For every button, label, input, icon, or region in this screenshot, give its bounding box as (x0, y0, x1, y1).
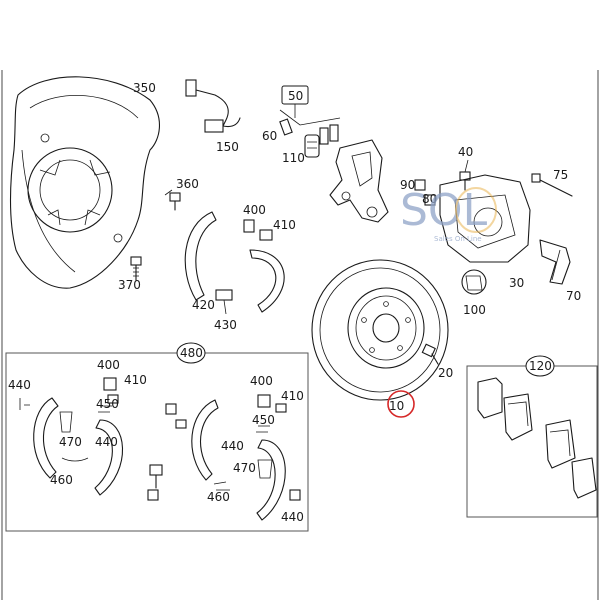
label-440-kit-1: 440 (8, 378, 31, 392)
brake-pads-120 (477, 377, 597, 499)
label-20: 20 (438, 366, 453, 380)
label-100: 100 (463, 303, 486, 317)
caliper-guide-kit-50 (279, 85, 341, 158)
countersunk-screw-20 (421, 343, 439, 365)
label-75: 75 (553, 168, 568, 182)
caliper-carrier (329, 139, 389, 223)
label-440-kit-2: 440 (95, 435, 118, 449)
parking-brake-shoes-upper (184, 211, 285, 315)
bolt-360 (164, 189, 181, 211)
label-410-upper: 410 (273, 218, 296, 232)
badge-120 (525, 355, 555, 377)
label-360: 360 (176, 177, 199, 191)
label-80: 80 (422, 192, 437, 206)
sol-watermark-logo: SOL Sales On Line (400, 185, 497, 243)
watermark-tagline: Sales On Line (434, 235, 482, 243)
label-470-kit-1: 470 (59, 435, 82, 449)
kit-480-shoes-right (191, 394, 301, 521)
label-470-kit-2: 470 (233, 461, 256, 475)
label-480: 480 (180, 346, 203, 360)
label-350: 350 (133, 81, 156, 95)
kit-480-shoes-left (19, 377, 187, 501)
brake-disc-10 (311, 259, 449, 401)
label-430: 430 (214, 318, 237, 332)
label-450-kit-1: 450 (96, 397, 119, 411)
label-50: 50 (288, 89, 303, 103)
label-150: 150 (216, 140, 239, 154)
label-410-kit-2: 410 (281, 389, 304, 403)
highlight-circle-10 (387, 390, 415, 418)
badge-480 (176, 342, 206, 364)
label-460-kit-2: 460 (207, 490, 230, 504)
pad-box-120 (466, 365, 598, 518)
label-110: 110 (282, 151, 305, 165)
wear-sensor-150 (185, 79, 241, 133)
label-400-kit-2: 400 (250, 374, 273, 388)
retaining-clip-100 (461, 269, 487, 295)
label-460-kit-1: 460 (50, 473, 73, 487)
label-90: 90 (400, 178, 415, 192)
label-400-kit-1: 400 (97, 358, 120, 372)
label-30: 30 (509, 276, 524, 290)
label-60: 60 (262, 129, 277, 143)
watermark-logo-text: SOL (400, 185, 488, 236)
guide-bolt-75 (531, 173, 573, 197)
label-70: 70 (566, 289, 581, 303)
label-120: 120 (529, 359, 552, 373)
label-450-kit-2: 450 (252, 413, 275, 427)
label-440-kit-3: 440 (221, 439, 244, 453)
label-420: 420 (192, 298, 215, 312)
dust-shield-350 (9, 76, 160, 289)
label-370: 370 (118, 278, 141, 292)
caliper-30 (414, 174, 571, 285)
label-40: 40 (458, 145, 473, 159)
label-400-upper: 400 (243, 203, 266, 217)
label-440-kit-4: 440 (281, 510, 304, 524)
label-10: 10 (389, 399, 404, 413)
label-410-kit-1: 410 (124, 373, 147, 387)
kit-box-480 (5, 352, 309, 532)
bolt-370 (130, 256, 142, 281)
